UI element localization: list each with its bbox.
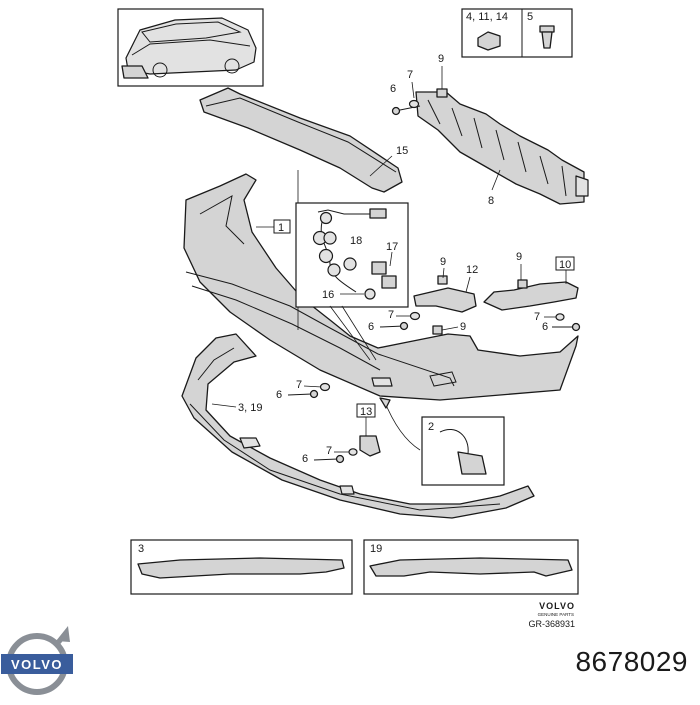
washer-icon xyxy=(408,99,420,109)
bolt-icon xyxy=(552,322,581,332)
clip-nut-icon xyxy=(432,325,443,335)
fastener-inset: 4, 11, 14 5 xyxy=(461,8,573,58)
label-7-upper: 7 xyxy=(407,69,413,81)
label-clip: 5 xyxy=(527,11,533,23)
label-variant-19: 19 xyxy=(370,543,382,555)
logo-text: VOLVO xyxy=(11,657,63,672)
bumper-cover xyxy=(183,173,579,401)
variant-panel-19: 19 xyxy=(363,539,579,595)
label-7-mid: 7 xyxy=(388,309,394,321)
label-17: 17 xyxy=(386,241,398,253)
upper-trim-panel xyxy=(199,87,403,193)
tow-cover-icon xyxy=(457,451,487,475)
label-9-left-bracket: 9 xyxy=(440,256,446,268)
tag-10-frame xyxy=(555,256,575,271)
drawing-brand-sub: GENUINE PARTS xyxy=(538,612,574,617)
lower-skirt xyxy=(181,333,535,519)
tow-cover-frame xyxy=(421,416,505,486)
label-6-right: 6 xyxy=(542,321,548,333)
wiring-harness-inset: 18 17 16 xyxy=(295,202,409,308)
variant-panel-3: 3 xyxy=(130,539,353,595)
tow-cover-inset: 2 xyxy=(421,416,505,486)
label-16: 16 xyxy=(322,289,334,301)
drawing-id: GR-368931 xyxy=(528,619,575,629)
car-icon xyxy=(121,17,257,79)
bolt-icon xyxy=(379,321,409,331)
label-7-lower: 7 xyxy=(296,379,302,391)
bolt-icon xyxy=(287,389,319,399)
label-6-lower: 6 xyxy=(276,389,282,401)
volvo-logo: VOLVO xyxy=(1,626,73,695)
label-10: 10 xyxy=(559,259,571,271)
label-12: 12 xyxy=(466,264,478,276)
speed-nut-icon xyxy=(477,31,501,51)
washer-icon xyxy=(319,382,331,392)
label-variant-3: 3 xyxy=(138,543,144,555)
tag-1-frame xyxy=(273,219,291,234)
sensor-icon xyxy=(327,263,341,277)
washer-icon xyxy=(409,311,421,321)
label-2: 2 xyxy=(428,421,434,433)
mount-bracket-icon xyxy=(359,435,381,457)
push-clip-icon xyxy=(539,25,555,49)
part-number: 8678029 xyxy=(575,646,688,677)
logo-bar xyxy=(1,654,73,674)
washer-icon xyxy=(348,448,358,456)
vehicle-thumbnail xyxy=(117,8,264,87)
clip-nut-icon xyxy=(436,88,448,98)
label-7-skirt: 7 xyxy=(326,445,332,457)
washer-icon xyxy=(555,313,565,321)
right-side-bracket xyxy=(483,279,579,311)
drawing-brand: VOLVO xyxy=(539,601,575,611)
label-13: 13 xyxy=(360,406,372,418)
label-9-upper: 9 xyxy=(438,53,444,65)
connector-icon xyxy=(369,208,387,219)
label-8: 8 xyxy=(488,195,494,207)
label-1: 1 xyxy=(278,222,284,234)
label-9-mid: 9 xyxy=(460,321,466,333)
label-6-upper: 6 xyxy=(390,83,396,95)
bolt-icon xyxy=(313,454,345,464)
fastener-inset-frame xyxy=(461,8,573,58)
label-18: 18 xyxy=(350,235,362,247)
impact-absorber-bracket xyxy=(415,91,589,205)
label-3-19: 3, 19 xyxy=(238,402,262,414)
label-15: 15 xyxy=(396,145,408,157)
label-7-right: 7 xyxy=(534,311,540,323)
label-6-mid: 6 xyxy=(368,321,374,333)
left-side-bracket xyxy=(413,275,477,313)
label-9-right-bracket: 9 xyxy=(516,251,522,263)
label-fastener-kits: 4, 11, 14 xyxy=(466,11,508,23)
label-6-skirt: 6 xyxy=(302,453,308,465)
